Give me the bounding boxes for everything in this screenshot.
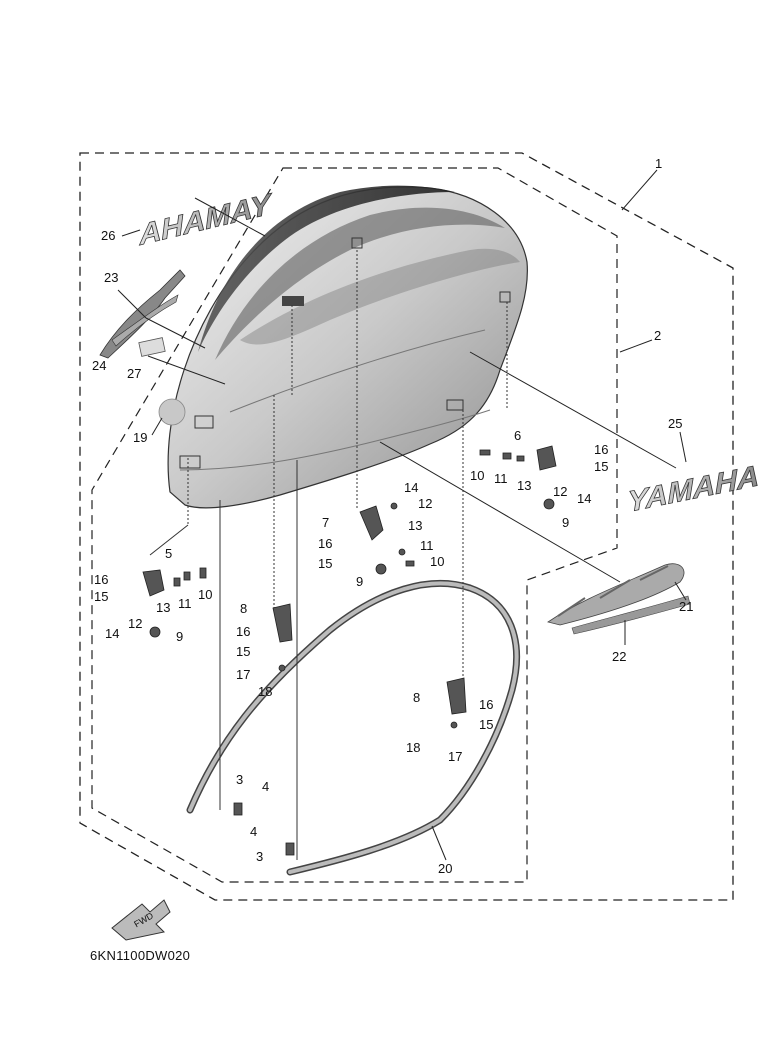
callout-18a: 18 <box>258 684 272 699</box>
callout-11a: 11 <box>494 471 508 486</box>
callout-15a: 15 <box>594 459 608 474</box>
callout-1: 1 <box>655 156 662 171</box>
callout-16d: 16 <box>236 624 250 639</box>
decal-offshore-strip <box>571 595 691 635</box>
callout-9a: 9 <box>562 515 569 530</box>
decal-yamaha-right: YAMAHA <box>627 459 760 519</box>
callout-6: 6 <box>514 428 521 443</box>
callout-16e: 16 <box>479 697 493 712</box>
callout-19: 19 <box>133 430 147 445</box>
callout-13a: 13 <box>517 478 531 493</box>
callout-17a: 17 <box>236 667 250 682</box>
callout-15e: 15 <box>479 717 493 732</box>
outer-assembly-boundary <box>79 152 734 901</box>
callout-labels: 1 2 26 23 27 24 19 25 6 16 15 10 11 13 1… <box>92 156 693 876</box>
callout-12b: 12 <box>418 496 432 511</box>
callout-10b: 10 <box>430 554 444 569</box>
callout-11b: 11 <box>420 538 434 553</box>
drawing-code: 6KN1100DW020 <box>90 948 191 963</box>
decal-yamaha-left: AHAMAY <box>137 188 275 253</box>
callout-15d: 15 <box>236 644 250 659</box>
round-emblem <box>158 398 186 426</box>
callout-3b: 3 <box>256 849 263 864</box>
callout-12a: 12 <box>553 484 567 499</box>
callout-9b: 9 <box>356 574 363 589</box>
callout-13b: 13 <box>408 518 422 533</box>
callout-8a: 8 <box>240 601 247 616</box>
callout-7: 7 <box>322 515 329 530</box>
cowling-seal-strip <box>186 579 521 876</box>
callout-5: 5 <box>165 546 172 561</box>
callout-17b: 17 <box>448 749 462 764</box>
callout-9c: 9 <box>176 629 183 644</box>
decal-yamaha-left-text: AHAMAY <box>137 188 274 252</box>
callout-25: 25 <box>668 416 682 431</box>
callout-14b: 14 <box>404 480 418 495</box>
callout-16b: 16 <box>318 536 332 551</box>
callout-14a: 14 <box>577 491 591 506</box>
callout-15b: 15 <box>318 556 332 571</box>
decal-yamaha-right-text: YAMAHA <box>627 460 759 519</box>
callout-15c: 15 <box>94 589 108 604</box>
callout-20: 20 <box>438 861 452 876</box>
decal-xto-graphic <box>547 563 685 626</box>
callout-26: 26 <box>101 228 115 243</box>
callout-24: 24 <box>92 358 106 373</box>
top-cowling <box>167 185 528 509</box>
callout-10a: 10 <box>470 468 484 483</box>
callout-13c: 13 <box>156 600 170 615</box>
alignment-lines <box>149 250 508 860</box>
callout-21: 21 <box>679 599 693 614</box>
callout-27: 27 <box>127 366 141 381</box>
leader-lines <box>117 169 687 861</box>
v8-badge <box>138 337 166 357</box>
callout-18b: 18 <box>406 740 420 755</box>
callout-16a: 16 <box>594 442 608 457</box>
forward-arrow: FWD <box>111 899 171 941</box>
callout-23: 23 <box>104 270 118 285</box>
callout-10c: 10 <box>198 587 212 602</box>
hardware-parts <box>142 445 557 856</box>
callout-4b: 4 <box>250 824 257 839</box>
callout-4a: 4 <box>262 779 269 794</box>
callout-3a: 3 <box>236 772 243 787</box>
callout-22: 22 <box>612 649 626 664</box>
callout-11c: 11 <box>178 596 192 611</box>
callout-12c: 12 <box>128 616 142 631</box>
callout-8b: 8 <box>413 690 420 705</box>
callout-14c: 14 <box>105 626 119 641</box>
callout-2: 2 <box>654 328 661 343</box>
callout-16c: 16 <box>94 572 108 587</box>
